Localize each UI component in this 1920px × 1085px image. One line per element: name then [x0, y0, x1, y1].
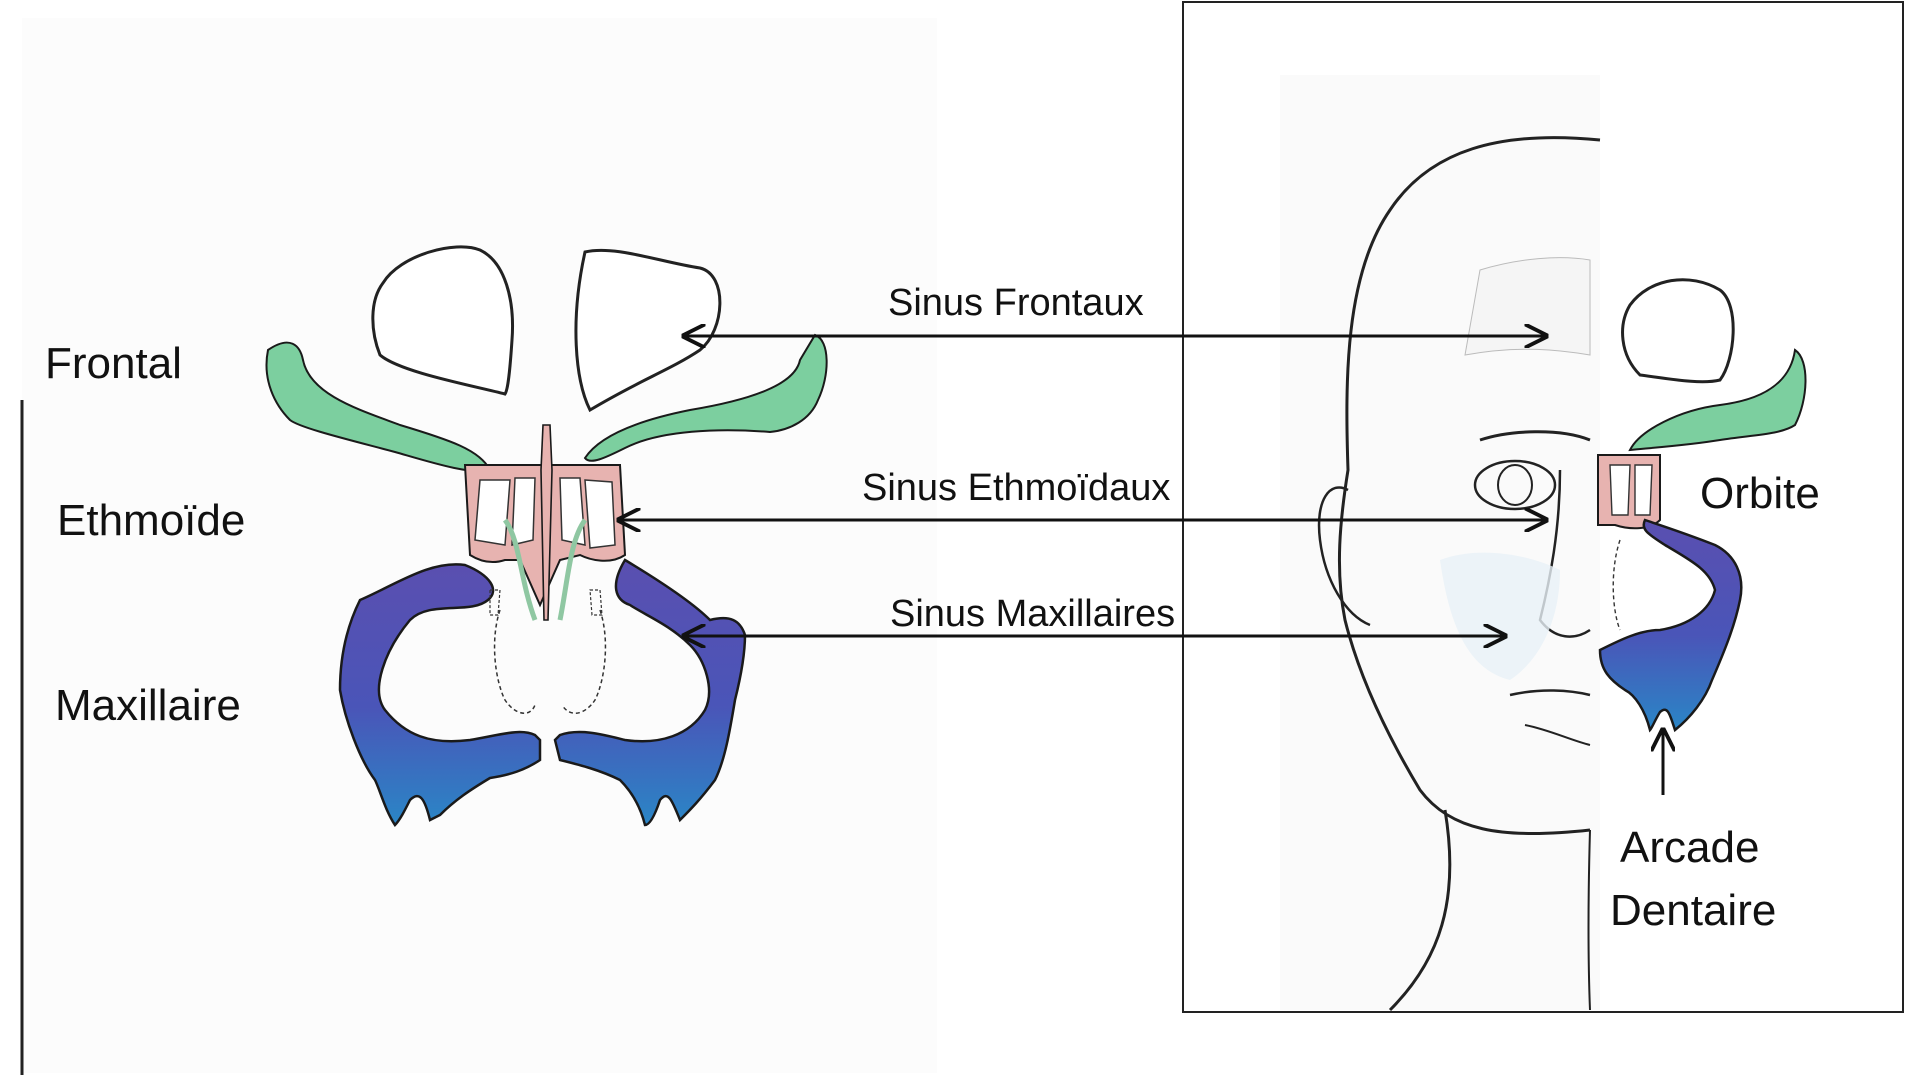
- label-orbite: Orbite: [1700, 469, 1820, 518]
- right-paper-overlay: [1280, 75, 1600, 1010]
- neck-left: [1388, 809, 1452, 1012]
- label-sinus-ethmoidaux: Sinus Ethmoïdaux: [862, 467, 1170, 509]
- right-small-ethmoid-cell-1: [1609, 464, 1631, 516]
- right-small-maxilla: [1598, 518, 1743, 733]
- ethmoid-cell-3: [559, 477, 586, 546]
- right-frontal-sinus: [574, 248, 722, 413]
- connector-arrows: [619, 336, 1546, 636]
- sinus-anatomy-half-view: [1597, 278, 1807, 795]
- turbinate-fragment-left: [489, 589, 501, 616]
- label-maxillaire: Maxillaire: [55, 681, 241, 730]
- nasal-septum: [540, 424, 553, 621]
- right-small-frontal-bone: [1628, 348, 1807, 452]
- ethmoid-cell-2: [511, 477, 536, 546]
- ethmoid-cell-1: [474, 479, 511, 546]
- eyebrow: [1479, 430, 1591, 442]
- frontal-bone-right: [583, 333, 828, 462]
- label-sinus-maxillaires: Sinus Maxillaires: [890, 593, 1175, 635]
- iris: [1497, 464, 1533, 506]
- sinus-anatomy-front-view: [265, 245, 828, 827]
- inferior-turbinate-left: [493, 609, 536, 714]
- ear: [1317, 486, 1371, 627]
- right-small-frontal-sinus: [1621, 278, 1735, 384]
- right-small-turbinate: [1612, 539, 1621, 631]
- mouth: [1509, 689, 1591, 697]
- label-frontal: Frontal: [45, 339, 182, 388]
- neck-right: [1587, 829, 1591, 1011]
- inferior-turbinate-right: [561, 609, 607, 714]
- ethmoid-cell-4: [584, 479, 616, 549]
- forehead-frontal-shade: [1464, 257, 1591, 356]
- left-frontal-sinus: [371, 245, 514, 396]
- middle-turbinate-left: [502, 518, 538, 621]
- label-ethmoide: Ethmoïde: [57, 496, 245, 545]
- maxilla-left: [338, 563, 542, 827]
- label-arcade: Arcade: [1620, 823, 1759, 872]
- lower-lip: [1524, 724, 1591, 746]
- right-small-ethmoid-cell-2: [1634, 464, 1653, 516]
- turbinate-fragment-right: [589, 589, 603, 616]
- label-dentaire: Dentaire: [1610, 886, 1776, 935]
- middle-turbinate-right: [557, 518, 588, 621]
- label-sinus-frontaux: Sinus Frontaux: [888, 282, 1144, 324]
- cheek-maxillary-shade: [1440, 552, 1560, 680]
